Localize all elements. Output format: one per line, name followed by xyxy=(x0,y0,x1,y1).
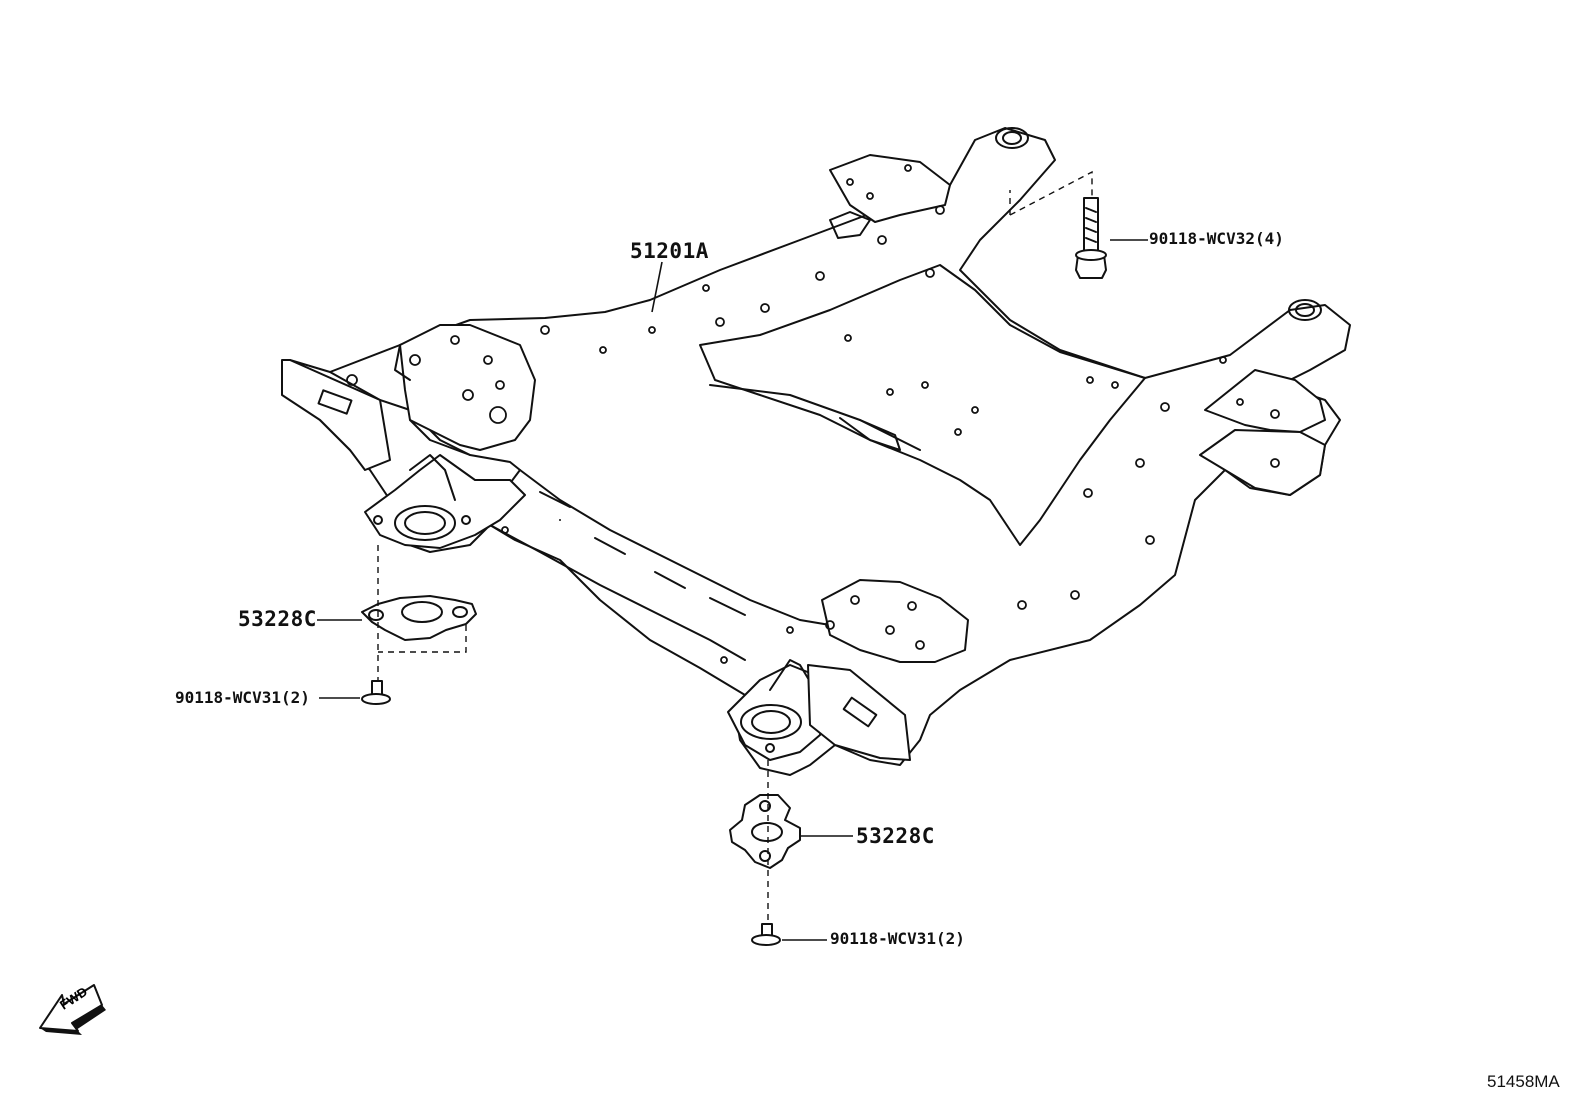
diagram-code: 51458MA xyxy=(1487,1072,1560,1091)
right-bolt-label[interactable]: 90118-WCV31(2) xyxy=(830,929,965,948)
rear-bolt xyxy=(1075,197,1107,279)
fwd-arrow-icon xyxy=(39,984,106,1035)
crossmember-label[interactable]: 51201A xyxy=(630,239,709,263)
left-bolt-label[interactable]: 90118-WCV31(2) xyxy=(175,688,310,707)
left-stopper-label[interactable]: 53228C xyxy=(238,607,317,631)
rear-bolt-label[interactable]: 90118-WCV32(4) xyxy=(1149,229,1284,248)
left-bolt xyxy=(361,680,391,705)
right-bolt xyxy=(751,923,781,946)
right-stopper-label[interactable]: 53228C xyxy=(856,824,935,848)
